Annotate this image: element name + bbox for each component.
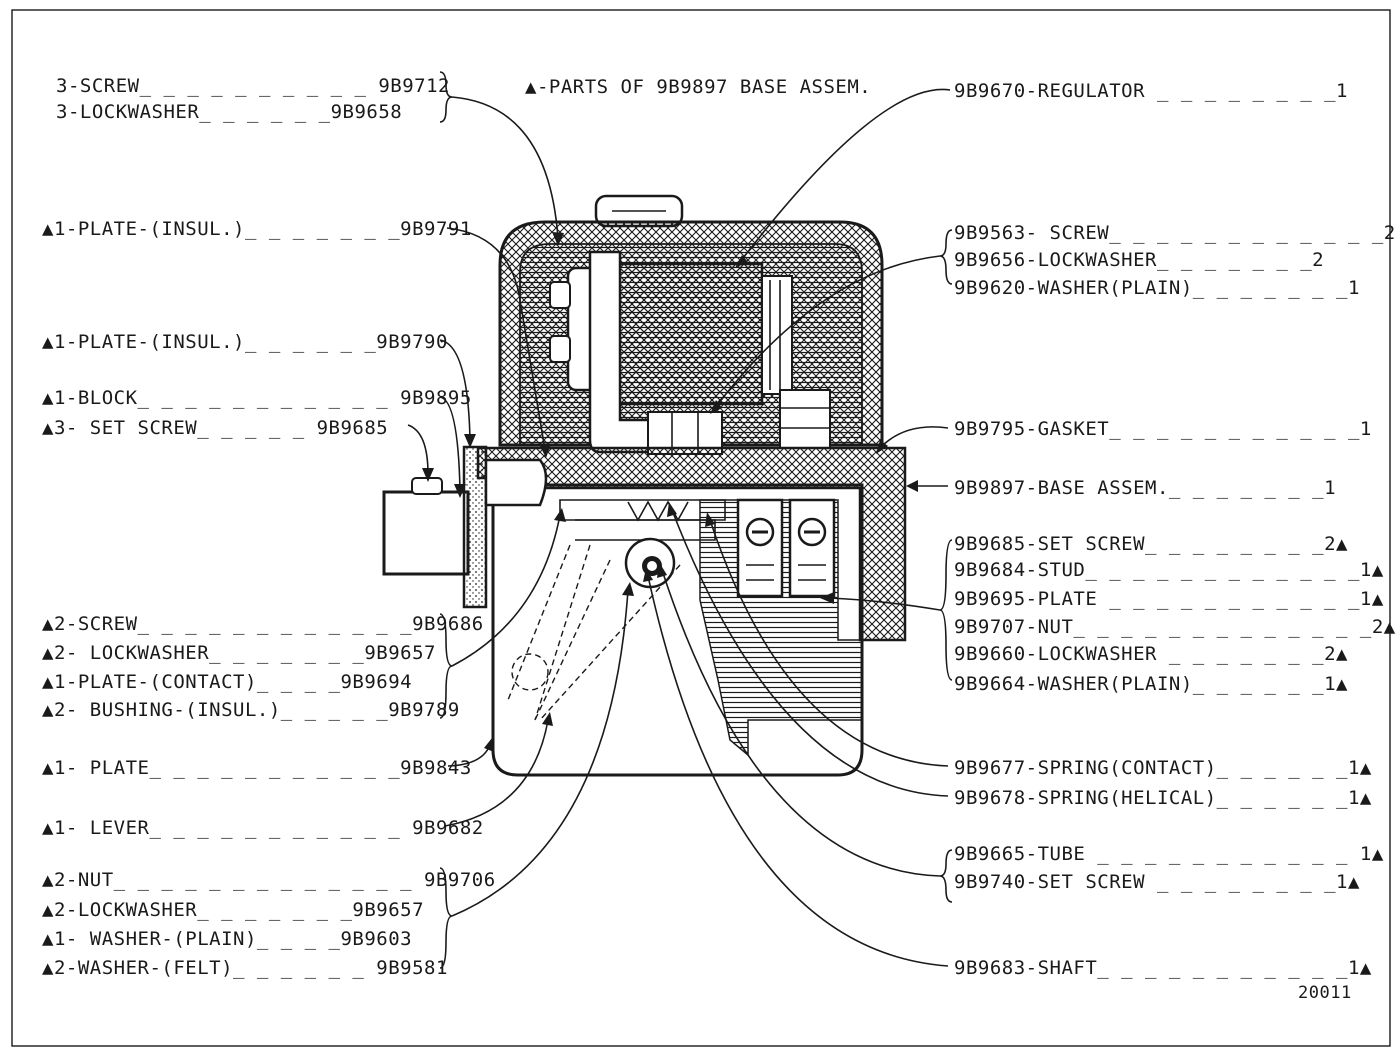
label-lockwasher-9b9657-a: ▲2- LOCKWASHER_ _ _ _ _ _ _9B9657 — [42, 642, 436, 664]
label-washer-plain-9b9603: ▲1- WASHER-(PLAIN)_ _ _ _9B9603 — [42, 928, 412, 950]
terminal-stud-left — [736, 498, 784, 598]
label-washer-felt-9b9581: ▲2-WASHER-(FELT)_ _ _ _ _ _ 9B9581 — [42, 957, 448, 979]
label-tube-9b9665: 9B9665-TUBE _ _ _ _ _ _ _ _ _ _ _ 1▲ — [954, 843, 1384, 865]
label-regulator-9b9670: 9B9670-REGULATOR _ _ _ _ _ _ _ _1 — [954, 80, 1348, 102]
label-lockwasher-9b9660: 9B9660-LOCKWASHER _ _ _ _ _ _ _2▲ — [954, 643, 1348, 665]
regulator-drawing — [382, 194, 907, 777]
label-plate-9b9843: ▲1- PLATE_ _ _ _ _ _ _ _ _ _ _9B9843 — [42, 757, 472, 779]
label-nut-9b9706: ▲2-NUT_ _ _ _ _ _ _ _ _ _ _ _ _ 9B9706 — [42, 869, 496, 891]
label-base-assem-9b9897: 9B9897-BASE ASSEM._ _ _ _ _ _ _1 — [954, 477, 1336, 499]
label-lever-9b9682: ▲1- LEVER_ _ _ _ _ _ _ _ _ _ _ 9B9682 — [42, 817, 484, 839]
label-set-screw-9b9685: 9B9685-SET SCREW_ _ _ _ _ _ _ _2▲ — [954, 533, 1348, 555]
insulating-plate — [462, 445, 488, 609]
label-screw-9b9686: ▲2-SCREW_ _ _ _ _ _ _ _ _ _ _ _9B9686 — [42, 613, 484, 635]
label-lockwasher-9b9657-b: ▲2-LOCKWASHER_ _ _ _ _ _ _9B9657 — [42, 899, 424, 921]
terminal-stud-right — [788, 498, 836, 598]
set-screw-block — [382, 490, 470, 576]
figure-number: 20011 — [1298, 983, 1352, 1003]
header-note: ▲-PARTS OF 9B9897 BASE ASSEM. — [525, 76, 871, 98]
label-set-screw-9b9685: ▲3- SET SCREW_ _ _ _ _ 9B9685 — [42, 417, 388, 439]
left-labels: 3-SCREW_ _ _ _ _ _ _ _ _ _ 9B9712 3-LOCK… — [42, 75, 496, 979]
label-nut-9b9707: 9B9707-NUT_ _ _ _ _ _ _ _ _ _ _ _ _2▲ — [954, 616, 1396, 638]
label-screw-9b9563: 9B9563- SCREW_ _ _ _ _ _ _ _ _ _ _ _2 — [954, 222, 1396, 244]
label-screw-9b9712: 3-SCREW_ _ _ _ _ _ _ _ _ _ 9B9712 — [56, 75, 450, 97]
label-block-9b9895: ▲1-BLOCK_ _ _ _ _ _ _ _ _ _ _ 9B9895 — [42, 387, 472, 409]
label-washer-plain-9b9620: 9B9620-WASHER(PLAIN)_ _ _ _ _ _ _1 — [954, 277, 1360, 299]
label-lockwasher-9b9656: 9B9656-LOCKWASHER_ _ _ _ _ _ _2 — [954, 249, 1324, 271]
label-plate-9b9695: 9B9695-PLATE _ _ _ _ _ _ _ _ _ _ _1▲ — [954, 588, 1384, 610]
right-labels: 9B9670-REGULATOR _ _ _ _ _ _ _ _1 9B9563… — [954, 80, 1396, 979]
label-spring-helical-9b9678: 9B9678-SPRING(HELICAL)_ _ _ _ _ _1▲ — [954, 787, 1372, 809]
page-border — [11, 9, 1391, 1047]
label-stud-9b9684: 9B9684-STUD_ _ _ _ _ _ _ _ _ _ _ _1▲ — [954, 559, 1384, 581]
label-plate-insul-9b9791: ▲1-PLATE-(INSUL.)_ _ _ _ _ _ _9B9791 — [42, 218, 472, 240]
regulator-coil — [610, 262, 764, 406]
label-spring-contact-9b9677: 9B9677-SPRING(CONTACT)_ _ _ _ _ _1▲ — [954, 757, 1372, 779]
label-lockwasher-9b9658: 3-LOCKWASHER_ _ _ _ _ _9B9658 — [56, 101, 402, 123]
label-bushing-insul-9b9789: ▲2- BUSHING-(INSUL.)_ _ _ _ _9B9789 — [42, 699, 460, 721]
label-washer-plain-9b9664: 9B9664-WASHER(PLAIN)_ _ _ _ _ _1▲ — [954, 673, 1348, 695]
leader-lines — [407, 71, 953, 969]
label-plate-insul-9b9790: ▲1-PLATE-(INSUL.)_ _ _ _ _ _9B9790 — [42, 331, 448, 353]
label-plate-contact-9b9694: ▲1-PLATE-(CONTACT)_ _ _ _9B9694 — [42, 671, 412, 693]
label-gasket-9b9795: 9B9795-GASKET_ _ _ _ _ _ _ _ _ _ _1 — [954, 418, 1372, 440]
label-shaft-9b9683: 9B9683-SHAFT_ _ _ _ _ _ _ _ _ _ _1▲ — [954, 957, 1372, 979]
label-set-screw-9b9740: 9B9740-SET SCREW _ _ _ _ _ _ _ _1▲ — [954, 871, 1360, 893]
